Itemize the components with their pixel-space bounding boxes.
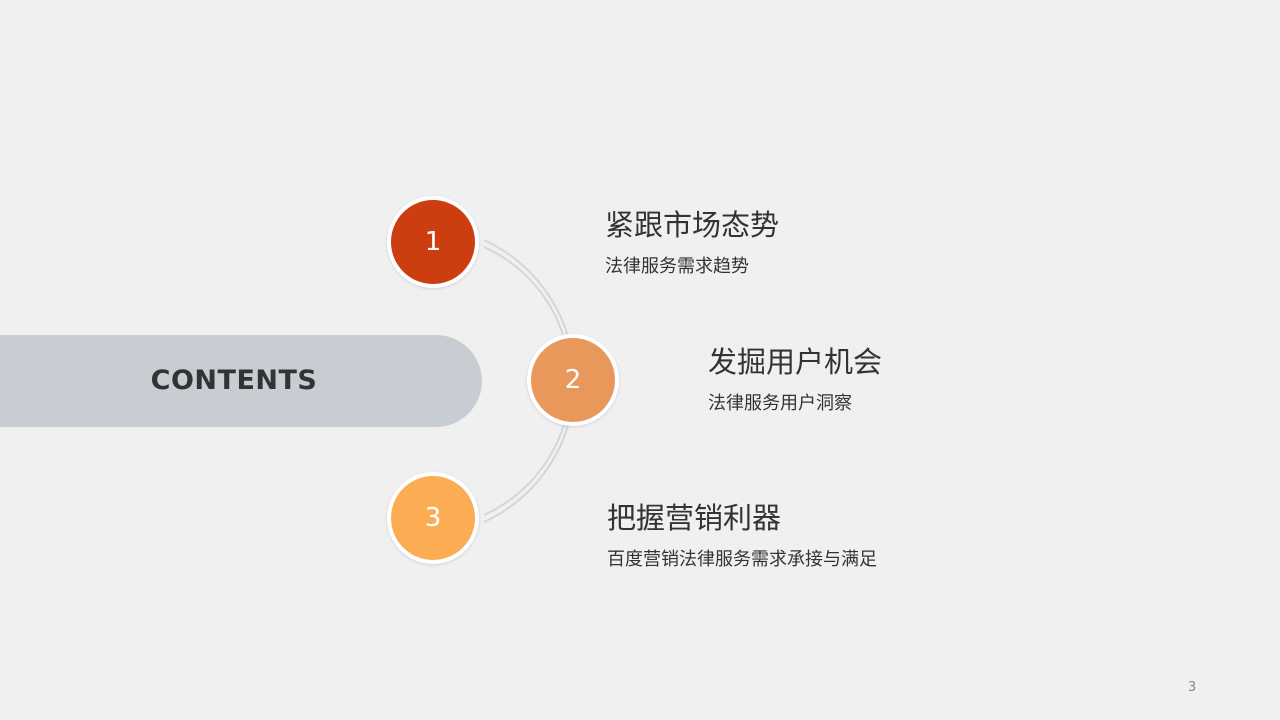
item-3-subtitle: 百度营销法律服务需求承接与满足 [607, 549, 877, 570]
page-number: 3 [1188, 680, 1197, 695]
item-1-circle[interactable]: 1 [387, 196, 479, 288]
item-2-circle[interactable]: 2 [527, 334, 619, 426]
item-3-title[interactable]: 把握营销利器 [607, 501, 782, 535]
contents-banner [0, 335, 482, 427]
item-2-number: 2 [564, 365, 582, 395]
item-2-title[interactable]: 发掘用户机会 [708, 345, 883, 379]
item-3-number: 3 [424, 503, 442, 533]
item-3-circle[interactable]: 3 [387, 472, 479, 564]
item-1-number: 1 [424, 227, 442, 257]
contents-title: CONTENTS [150, 365, 318, 396]
item-2-subtitle: 法律服务用户洞察 [708, 393, 852, 414]
item-1-title[interactable]: 紧跟市场态势 [605, 208, 780, 242]
item-1-subtitle: 法律服务需求趋势 [605, 256, 749, 277]
